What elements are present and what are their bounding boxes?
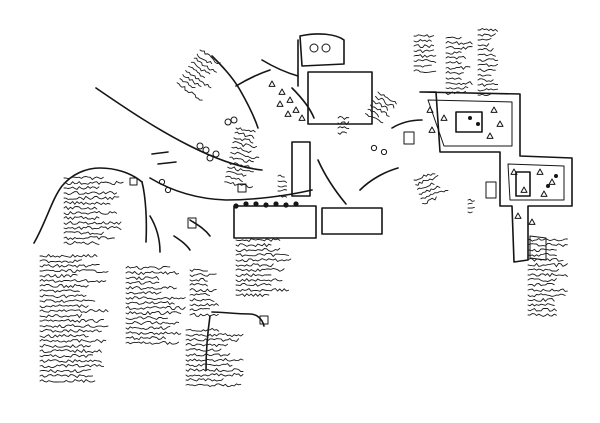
circle-symbol — [283, 202, 289, 208]
note-bottom-left-col-2 — [125, 265, 186, 345]
central-buildings — [187, 33, 383, 325]
triangle-symbol — [528, 218, 536, 225]
circle-symbol — [263, 202, 269, 208]
right-complex — [403, 91, 573, 263]
circle-symbol — [202, 146, 210, 154]
triangle-symbol — [496, 120, 504, 127]
triangle-symbol — [520, 186, 528, 193]
triangle-symbol — [284, 110, 292, 117]
south-plaza — [321, 207, 383, 235]
circle-symbol — [293, 201, 299, 207]
note-small-center — [337, 115, 350, 135]
triangle-symbol — [536, 168, 544, 175]
site-symbols — [158, 80, 558, 225]
triangle-symbol — [268, 80, 276, 87]
circle-symbol — [230, 116, 238, 124]
circle-symbol — [224, 118, 232, 126]
note-center-right — [365, 91, 397, 124]
circle-symbol — [233, 203, 239, 209]
boundary-marker-left — [129, 177, 138, 186]
circle-symbol — [196, 142, 204, 150]
triangle-symbol — [510, 168, 518, 175]
note-mid-right — [413, 173, 449, 205]
circle-symbol — [212, 150, 220, 158]
triangle-symbol — [276, 100, 284, 107]
triangle-symbol — [490, 106, 498, 113]
note-below-hall — [235, 238, 292, 298]
triangle-symbol — [440, 114, 448, 121]
circle-symbol — [243, 201, 249, 207]
note-tiny-glyph — [467, 198, 475, 214]
triangle-symbol — [540, 190, 548, 197]
left-coastline — [33, 167, 161, 253]
note-top-right-col-2 — [445, 36, 473, 96]
circle-symbol — [164, 186, 172, 194]
triangle-symbol — [486, 132, 494, 139]
note-upper-center-left — [176, 49, 221, 101]
note-narrow-building — [277, 174, 288, 198]
circle-symbol — [158, 178, 166, 186]
triangle-symbol — [426, 106, 434, 113]
note-coast-upper — [63, 176, 124, 245]
narrow-building — [291, 141, 311, 197]
north-building — [299, 33, 345, 67]
note-center-left — [224, 127, 260, 189]
handwritten-notes — [39, 27, 568, 388]
triangle-symbol — [428, 126, 436, 133]
long-hall — [233, 205, 317, 239]
note-top-right-col-1 — [413, 34, 437, 73]
triangle-symbol — [298, 114, 306, 121]
triangle-symbol — [286, 96, 294, 103]
triangle-symbol — [278, 88, 286, 95]
triangle-symbol — [548, 178, 556, 185]
circle-symbol — [554, 174, 558, 178]
circle-symbol — [253, 201, 259, 207]
triangle-symbol — [292, 106, 300, 113]
circle-symbol — [546, 184, 550, 188]
note-bottom-left-col-1 — [39, 253, 109, 383]
circle-symbol — [468, 116, 472, 120]
circle-symbol — [370, 144, 378, 152]
circle-symbol — [273, 201, 279, 207]
note-bottom-center — [185, 327, 244, 388]
circle-symbol — [476, 122, 480, 126]
note-bottom-right — [527, 237, 568, 317]
circle-symbol — [206, 154, 214, 162]
triangle-symbol — [514, 212, 522, 219]
circle-symbol — [380, 148, 388, 156]
note-top-right-col-3 — [477, 27, 499, 96]
note-south-path — [189, 268, 219, 317]
